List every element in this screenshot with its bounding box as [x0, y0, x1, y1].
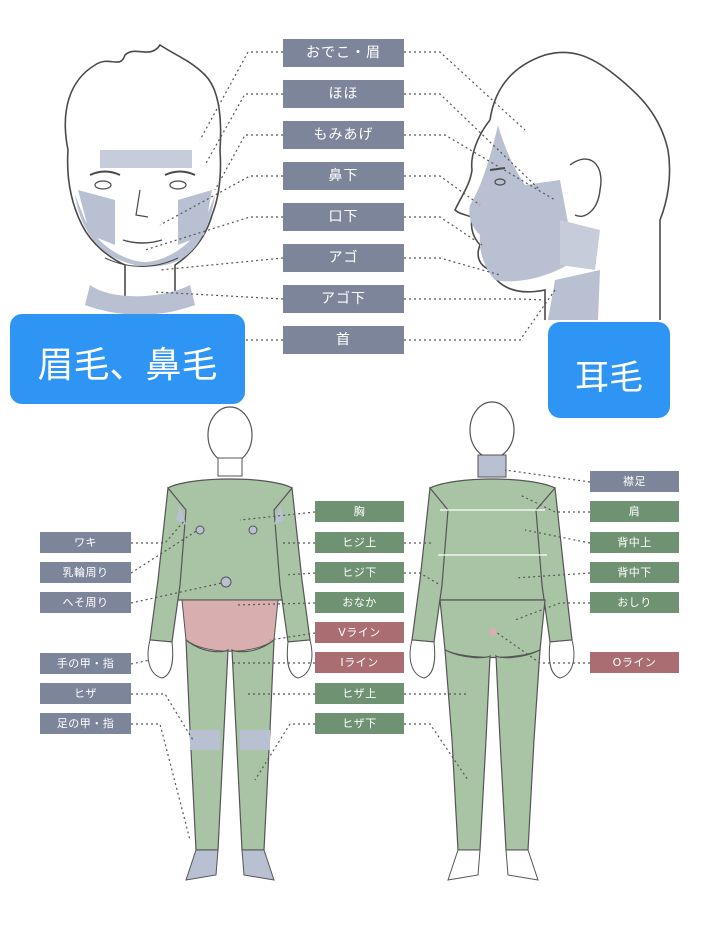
body-label-knee: ヒザ [40, 683, 131, 704]
body-label-forearm: ヒジ下 [315, 562, 404, 583]
callout-ear-hair-text: 耳毛 [575, 358, 643, 398]
body-label-navel-area: へそ周り [40, 592, 131, 613]
face-label-forehead: おでこ・眉 [283, 39, 404, 67]
body-label-nape: 襟足 [590, 471, 679, 492]
callout-eyebrow-nose-hair-text: 眉毛、鼻毛 [37, 345, 218, 386]
body-label-o-line: Oライン [590, 652, 679, 673]
body-label-lower-leg: ヒザ下 [315, 713, 404, 734]
body-label-v-line: Vライン [315, 622, 404, 643]
face-label-chin: アゴ [283, 244, 404, 272]
body-label-buttocks: おしり [590, 592, 679, 613]
body-label-stomach: おなか [315, 592, 404, 613]
body-label-lower-back: 背中下 [590, 562, 679, 583]
callout-ear-hair: 耳毛 [548, 322, 670, 418]
face-label-under-chin: アゴ下 [283, 285, 404, 313]
back-body [409, 401, 575, 881]
body-label-i-line: Iライン [315, 652, 404, 673]
body-label-upper-arm: ヒジ上 [315, 532, 404, 553]
callout-eyebrow-nose-hair: 眉毛、鼻毛 [10, 314, 245, 404]
body-label-chest: 胸 [315, 501, 404, 522]
front-body [147, 406, 313, 881]
body-label-nipple-area: 乳輪周り [40, 562, 131, 583]
face-label-under-nose: 鼻下 [283, 162, 404, 190]
face-label-cheeks: ほほ [283, 80, 404, 108]
body-label-armpit: ワキ [40, 532, 131, 553]
face-label-neck: 首 [283, 326, 404, 354]
face-label-under-mouth: 口下 [283, 203, 404, 231]
body-label-shoulder: 肩 [590, 501, 679, 522]
body-label-top-of-foot: 足の甲・指 [40, 713, 131, 734]
face-label-sideburns: もみあげ [283, 121, 404, 149]
body-label-back-of-hand: 手の甲・指 [40, 653, 131, 674]
body-label-upper-back: 背中上 [590, 532, 679, 553]
body-label-thigh: ヒザ上 [315, 683, 404, 704]
